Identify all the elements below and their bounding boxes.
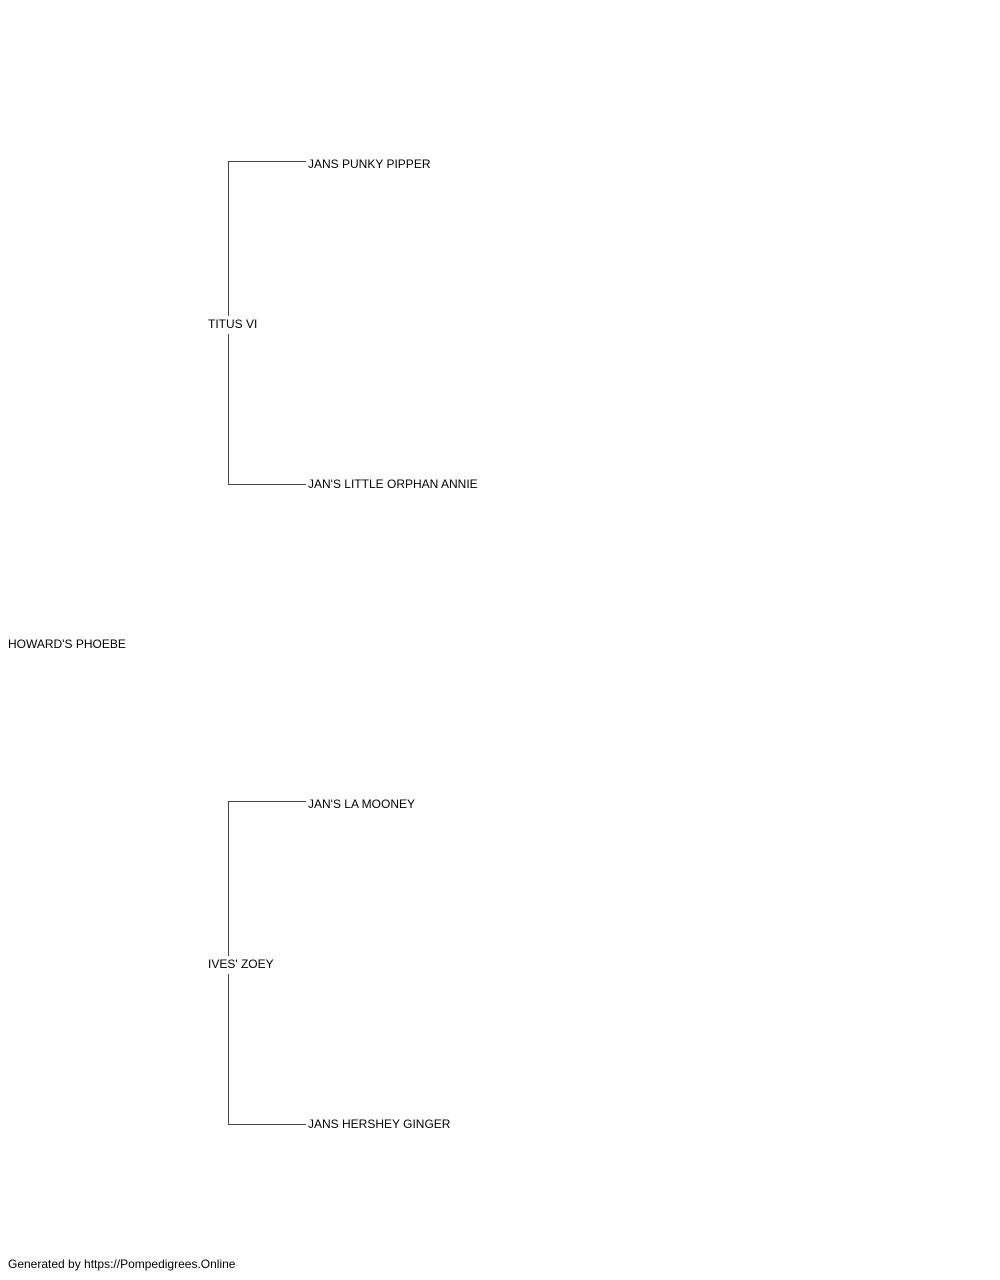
sire-to-grandsire-connector — [228, 161, 306, 162]
paternal-granddam-name[interactable]: JAN'S LITTLE ORPHAN ANNIE — [308, 477, 478, 491]
dam-branch-upper-vertical — [228, 801, 229, 956]
dam-to-granddam-connector — [228, 1124, 306, 1125]
dam-name[interactable]: IVES' ZOEY — [208, 957, 274, 971]
dam-to-grandsire-connector — [228, 801, 306, 802]
sire-branch-upper-vertical — [228, 161, 229, 316]
generated-by-footer: Generated by https://Pompedigrees.Online — [8, 1257, 236, 1271]
sire-to-granddam-connector — [228, 484, 306, 485]
sire-name[interactable]: TITUS VI — [208, 317, 258, 331]
paternal-grandsire-name[interactable]: JANS PUNKY PIPPER — [308, 157, 431, 171]
sire-branch-lower-vertical — [228, 334, 229, 485]
maternal-grandsire-name[interactable]: JAN'S LA MOONEY — [308, 797, 415, 811]
subject-name[interactable]: HOWARD'S PHOEBE — [8, 637, 126, 651]
dam-branch-lower-vertical — [228, 974, 229, 1125]
maternal-granddam-name[interactable]: JANS HERSHEY GINGER — [308, 1117, 451, 1131]
